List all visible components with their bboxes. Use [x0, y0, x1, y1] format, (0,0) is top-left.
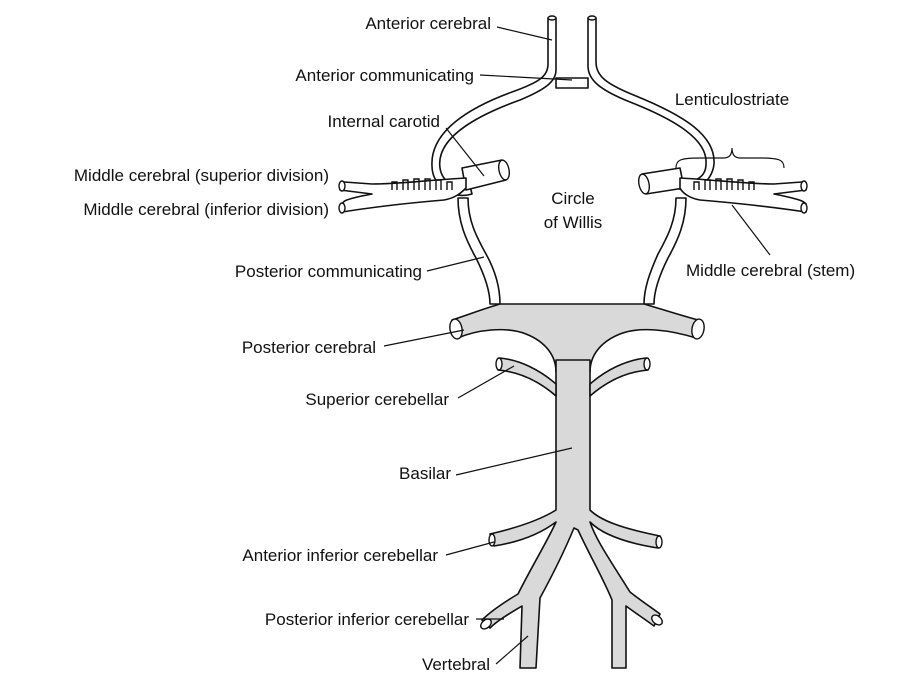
leader-anterior-cerebral	[497, 27, 552, 40]
label-basilar: Basilar	[399, 464, 451, 483]
label-middle-cerebral-inferior: Middle cerebral (inferior division)	[83, 200, 329, 219]
left-mca-superior-end	[339, 181, 345, 191]
posterior-circulation	[448, 304, 705, 668]
label-middle-cerebral-superior: Middle cerebral (superior division)	[74, 166, 329, 185]
left-posterior-communicating-vessel	[458, 198, 500, 304]
right-mca-superior-end	[801, 181, 807, 191]
leader-middle-cerebral-stem	[732, 205, 770, 255]
label-lenticulostriate: Lenticulostriate	[675, 90, 789, 109]
label-anterior-inferior-cerebellar: Anterior inferior cerebellar	[242, 546, 438, 565]
leader-anterior-inferior-cerebellar	[446, 542, 494, 555]
left-superior-cerebellar-vessel	[498, 358, 556, 396]
right-anterior-inferior-cerebellar-end	[656, 536, 662, 548]
label-posterior-cerebral: Posterior cerebral	[242, 338, 376, 357]
labels: Anterior cerebral Anterior communicating…	[74, 14, 855, 674]
label-superior-cerebellar: Superior cerebellar	[305, 390, 449, 409]
right-superior-cerebellar-end	[644, 358, 650, 370]
left-anterior-cerebral-end	[548, 16, 556, 20]
label-vertebral: Vertebral	[422, 655, 490, 674]
right-posterior-communicating-vessel	[644, 198, 686, 304]
lenticulostriate-brace	[676, 148, 784, 168]
leader-posterior-cerebral	[384, 330, 464, 346]
label-posterior-communicating: Posterior communicating	[235, 262, 422, 281]
left-mca-inferior-end	[339, 203, 345, 213]
label-middle-cerebral-stem: Middle cerebral (stem)	[686, 261, 855, 280]
label-internal-carotid: Internal carotid	[328, 112, 440, 131]
right-anterior-cerebral-end	[588, 16, 596, 20]
leader-basilar	[456, 448, 572, 475]
leader-superior-cerebellar	[458, 366, 514, 398]
label-circle-of-willis-line1: Circle	[551, 189, 594, 208]
label-anterior-communicating: Anterior communicating	[295, 66, 474, 85]
label-anterior-cerebral: Anterior cerebral	[365, 14, 491, 33]
left-anterior-inferior-cerebellar-end	[489, 534, 495, 546]
leader-posterior-communicating	[427, 257, 484, 271]
left-superior-cerebellar-end	[496, 358, 502, 370]
label-posterior-inferior-cerebellar: Posterior inferior cerebellar	[265, 610, 469, 629]
label-circle-of-willis-line2: of Willis	[544, 213, 603, 232]
right-mca-inferior-end	[801, 203, 807, 213]
basilar-vessel	[482, 360, 660, 668]
right-superior-cerebellar-vessel	[590, 358, 648, 396]
